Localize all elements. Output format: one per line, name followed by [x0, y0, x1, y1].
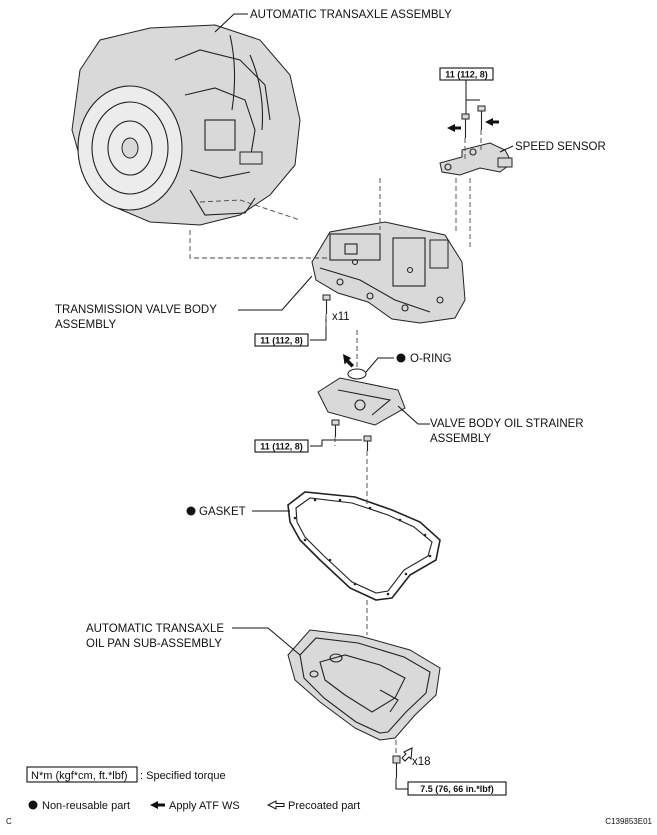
- strainer-torque: 11 (112, 8): [260, 442, 303, 452]
- legend-non-reusable: Non-reusable part: [42, 800, 130, 812]
- gasket-label: GASKET: [199, 506, 246, 518]
- valve-body-illustration: [311, 221, 466, 324]
- legend-atf: Apply ATF WS: [169, 800, 240, 812]
- valve-body-bolt: [322, 294, 331, 314]
- speed-sensor-illustration: [439, 142, 513, 176]
- oil-pan-torque: 7.5 (76, 66 in.*lbf): [420, 784, 494, 794]
- oil-strainer-illustration: [317, 377, 406, 426]
- oil-pan-illustration: [287, 629, 441, 741]
- strainer-label-line2: ASSEMBLY: [430, 433, 491, 445]
- legend-precoated: Precoated part: [288, 800, 360, 812]
- precoated-arrow-icon: [401, 747, 413, 762]
- legend-unit: N*m (kgf*cm, ft.*lbf): [31, 770, 128, 782]
- non-reusable-icon: [396, 353, 406, 363]
- transaxle-label: AUTOMATIC TRANSAXLE ASSEMBLY: [250, 9, 452, 21]
- o-ring-illustration: [347, 368, 367, 380]
- alignment-lines: [189, 130, 482, 756]
- atf-arrow-icon: [150, 801, 165, 809]
- oil-pan-label-line1: AUTOMATIC TRANSAXLE: [86, 623, 224, 635]
- speed-sensor-bolts: [461, 105, 486, 138]
- valve-body-label-line2: ASSEMBLY: [55, 319, 116, 331]
- non-reusable-icon: [186, 506, 196, 516]
- gasket-illustration: [287, 491, 441, 601]
- oil-pan-bolt-count: x18: [412, 756, 431, 768]
- transaxle-illustration: [71, 24, 301, 226]
- legend-unit-desc: : Specified torque: [140, 770, 226, 782]
- speed-sensor-torque: 11 (112, 8): [445, 70, 488, 80]
- valve-body-label-line1: TRANSMISSION VALVE BODY: [55, 304, 217, 316]
- oil-pan-torque-box: [407, 781, 507, 796]
- strainer-torque-box: [254, 439, 309, 453]
- strainer-bolts: [331, 419, 372, 451]
- oil-pan-label-line2: OIL PAN SUB-ASSEMBLY: [86, 638, 222, 650]
- valve-body-torque-box: [254, 333, 309, 347]
- speed-sensor-label: SPEED SENSOR: [515, 141, 606, 153]
- valve-body-torque: 11 (112, 8): [260, 336, 303, 346]
- figure-code: C139853E01: [605, 817, 652, 826]
- legend-unit-box: [26, 766, 138, 783]
- precoated-arrow-icon: [266, 800, 285, 810]
- atf-arrow-icon: [447, 124, 461, 132]
- o-ring-label: O-RING: [410, 353, 452, 365]
- valve-body-bolt-count: x11: [332, 311, 350, 323]
- atf-arrow-icon: [485, 118, 499, 126]
- atf-arrow-icon: [343, 354, 354, 368]
- oil-pan-bolt: [392, 755, 401, 778]
- strainer-label-line1: VALVE BODY OIL STRAINER: [430, 418, 584, 430]
- non-reusable-icon: [28, 800, 38, 810]
- corner-letter: C: [6, 817, 12, 826]
